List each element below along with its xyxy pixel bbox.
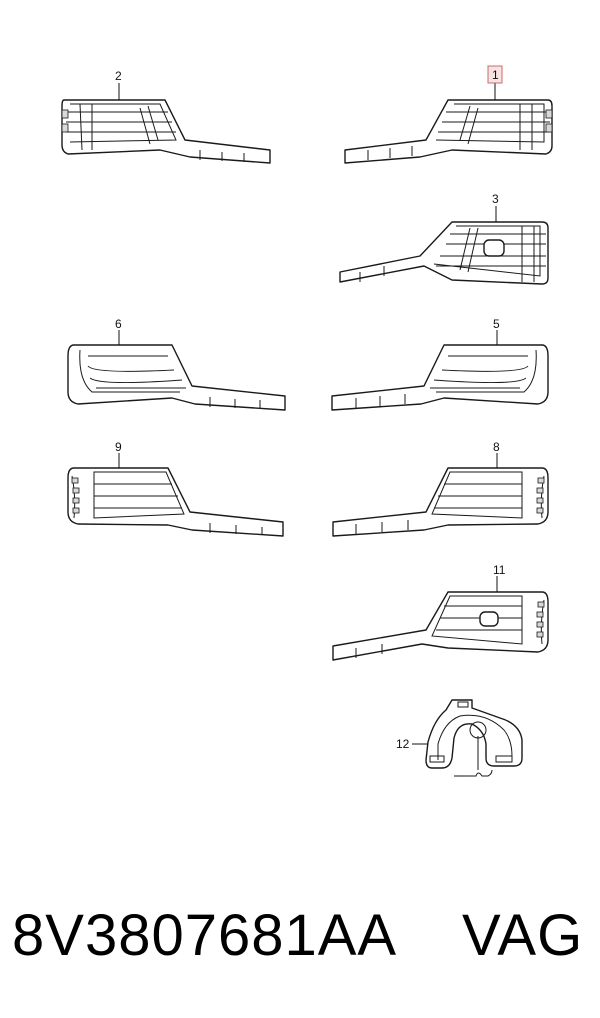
- bracket-part-11[interactable]: 12: [396, 699, 523, 769]
- part-label-1: 1: [492, 68, 499, 82]
- caption: 8V3807681AA VAG: [0, 902, 600, 982]
- part-label-5: 5: [493, 317, 500, 331]
- part-number-text: 8V3807681AA: [12, 903, 398, 968]
- grille-part-6[interactable]: 6: [67, 317, 286, 411]
- part-label-8: 9: [115, 440, 122, 454]
- highlight-box: [487, 65, 503, 84]
- clip-part-12[interactable]: [454, 736, 493, 777]
- grille-part-8[interactable]: 9: [67, 440, 284, 537]
- grille-part-2[interactable]: 2: [61, 69, 271, 164]
- grille-part-1[interactable]: 1: [344, 65, 553, 164]
- part-label-7: 8: [493, 440, 500, 454]
- part-label-6: 6: [115, 317, 122, 331]
- part-label-3: 3: [492, 192, 499, 206]
- part-label-11: 12: [396, 737, 410, 751]
- grille-part-5[interactable]: 5: [331, 317, 549, 411]
- grille-part-7[interactable]: 8: [332, 440, 549, 537]
- grille-part-9[interactable]: 11: [332, 563, 549, 661]
- brand-text: VAG: [462, 903, 584, 968]
- grille-part-3[interactable]: 3: [339, 192, 549, 285]
- part-label-9: 11: [493, 563, 506, 577]
- part-label-2: 2: [115, 69, 122, 83]
